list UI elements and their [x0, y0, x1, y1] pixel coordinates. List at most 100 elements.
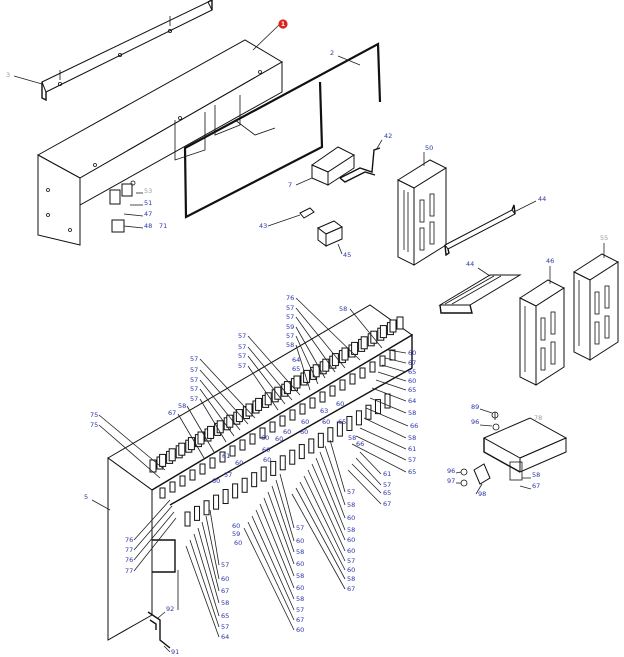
fuse [346, 415, 353, 431]
callout-67: 67 [168, 409, 176, 417]
callout-58: 58 [408, 434, 416, 442]
leader-line [307, 469, 346, 552]
leader-line [247, 355, 286, 405]
fuse [241, 477, 248, 493]
leader-line [199, 398, 227, 443]
callout-75: 75 [90, 411, 98, 419]
callout-57: 57 [286, 332, 294, 340]
leader-line [189, 539, 220, 628]
callout-57: 57 [221, 561, 229, 569]
part-78-cover-plate [482, 417, 568, 490]
callout-60: 60 [232, 522, 240, 530]
leader-line [133, 517, 177, 572]
leader-line [311, 463, 346, 541]
fuse [317, 432, 324, 448]
callout-47: 47 [144, 210, 152, 218]
leader-line [197, 527, 220, 604]
leader-line [381, 364, 407, 373]
callout-60: 60 [336, 400, 344, 408]
leader-line [247, 335, 301, 396]
fuse [308, 438, 315, 454]
part-44-rail-lower [438, 267, 522, 314]
callout-97: 97 [447, 477, 455, 485]
leader-line [193, 533, 220, 617]
callout-57: 57 [383, 481, 391, 489]
callout-57: 57 [347, 488, 355, 496]
fuse [235, 409, 243, 423]
callout-78: 78 [534, 414, 542, 422]
leader-line [359, 451, 382, 475]
fuse [309, 397, 316, 409]
part-98-clip [473, 463, 491, 495]
leader-line [98, 414, 166, 471]
fuse [331, 353, 339, 367]
part-46-fuse-board [518, 266, 566, 386]
fuse [179, 475, 186, 487]
leader-line [205, 515, 220, 580]
fuse [322, 358, 330, 372]
callout-57: 57 [190, 385, 198, 393]
leader-line [295, 316, 336, 373]
fuse [159, 453, 167, 467]
part-3-mounting-bracket [13, 0, 213, 102]
callout-75: 75 [90, 421, 98, 429]
callout-60: 60 [296, 560, 304, 568]
leader-line [177, 413, 205, 459]
callout-66: 66 [410, 422, 418, 430]
callout-65: 65 [338, 418, 346, 426]
callout-67: 67 [347, 585, 355, 593]
fuse [159, 487, 166, 499]
leader-line [295, 297, 361, 361]
callout-60: 60 [221, 575, 229, 583]
callout-42: 42 [384, 132, 392, 140]
leader-line [186, 405, 215, 453]
marker-label: 1 [281, 21, 285, 28]
fuse [270, 460, 277, 476]
callout-60: 60 [235, 459, 243, 467]
callout-57: 57 [238, 352, 246, 360]
callout-58: 58 [532, 471, 540, 479]
callout-65: 65 [408, 468, 416, 476]
fuse [293, 375, 301, 389]
callout-60: 60 [408, 377, 416, 385]
fuse [249, 433, 256, 445]
callout-59: 59 [286, 323, 294, 331]
callout-65: 65 [408, 386, 416, 394]
fuse [298, 444, 305, 460]
callout-57: 57 [408, 456, 416, 464]
callout-63: 63 [320, 407, 328, 415]
fuse [349, 373, 356, 385]
callout-51: 51 [144, 199, 152, 207]
leader-line [295, 487, 346, 580]
callout-57: 57 [190, 355, 198, 363]
callout-60: 60 [296, 537, 304, 545]
leader-line [279, 473, 295, 529]
callout-55: 55 [600, 234, 608, 242]
callout-67: 67 [408, 359, 416, 367]
fuse [396, 316, 404, 330]
leader-line [275, 479, 295, 542]
leader-line [351, 463, 382, 494]
callout-91: 91 [171, 648, 179, 656]
fuse-rows [149, 316, 404, 527]
parts-96-97-fasteners [455, 408, 500, 487]
leader-line [355, 457, 382, 486]
leader-line [387, 349, 407, 354]
callout-57: 57 [238, 332, 246, 340]
leader-line [199, 369, 249, 425]
fuse [178, 442, 186, 456]
leader-line [267, 491, 295, 565]
callout-60: 60 [234, 539, 242, 547]
callout-67: 67 [383, 500, 391, 508]
leader-line [375, 379, 407, 391]
callout-76: 76 [286, 294, 294, 302]
callout-77: 77 [125, 546, 133, 554]
callout-58: 58 [339, 305, 347, 313]
callout-60: 60 [347, 566, 355, 574]
leader-line [295, 307, 346, 369]
leader-line [243, 527, 295, 631]
callout-60: 60 [261, 434, 269, 442]
leader-line [369, 397, 407, 414]
part-50-fuse-board [396, 152, 448, 266]
